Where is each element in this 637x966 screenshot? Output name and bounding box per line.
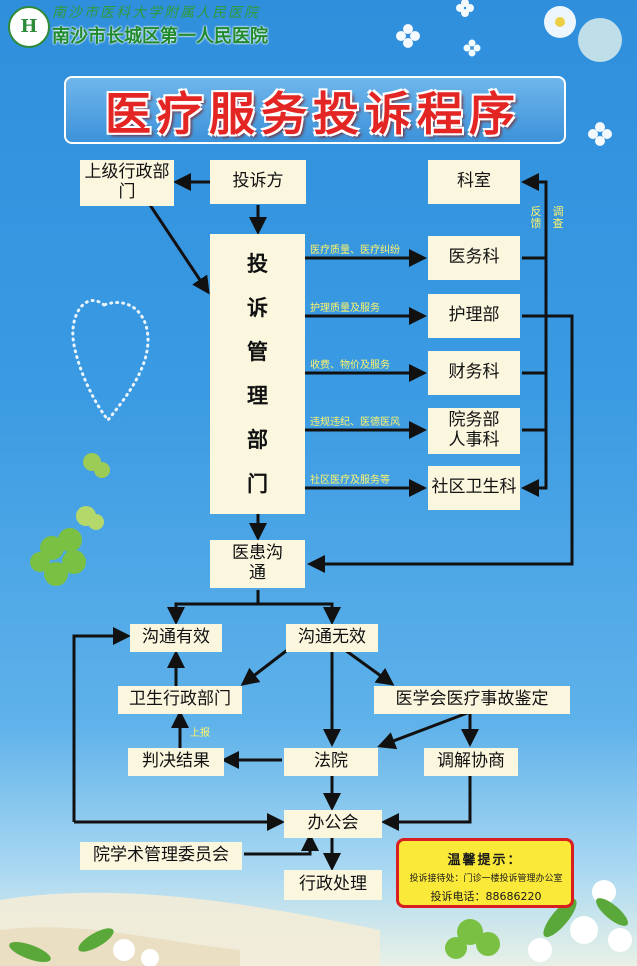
- hospital-name: 南沙市长城区第一人民医院: [52, 26, 268, 47]
- edge-label-investigate: 调查: [552, 205, 564, 230]
- node-judgment: 判决结果: [128, 748, 224, 776]
- node-court: 法院: [284, 748, 378, 776]
- node-department: 科室: [428, 160, 520, 204]
- node-superior-dept: 上级行政部门: [80, 160, 174, 206]
- complaint-mgmt-char-6: 门: [247, 471, 268, 496]
- node-communication-effective: 沟通有效: [130, 624, 222, 652]
- edge-label-violations: 违规违纪、医德医风: [310, 417, 400, 428]
- edge-label-report-up: 上报: [190, 728, 210, 739]
- complaint-mgmt-char-4: 理: [247, 383, 268, 408]
- node-nursing-dept: 护理部: [428, 294, 520, 338]
- node-medical-affairs: 医务科: [428, 236, 520, 280]
- edge-label-fees: 收费、物价及服务: [310, 360, 390, 371]
- node-office-meeting: 办公会: [284, 810, 382, 838]
- complaint-mgmt-char-1: 投: [247, 251, 268, 276]
- node-academic-committee: 院学术管理委员会: [80, 842, 242, 870]
- tips-phone-label: 投诉电话：: [430, 890, 486, 903]
- node-finance-dept: 财务科: [428, 351, 520, 395]
- node-communication-ineffective: 沟通无效: [286, 624, 378, 652]
- title-banner: [64, 76, 566, 144]
- edge-label-community: 社区医疗及服务等: [310, 475, 390, 486]
- edge-label-feedback: 反馈: [530, 205, 542, 230]
- tips-box: 温馨提示： 投诉接待处：门诊一楼投诉管理办公室 投诉电话：88686220: [396, 838, 574, 908]
- tips-phone-number: 88686220: [485, 890, 542, 903]
- tips-phone-line: 投诉电话：88686220: [403, 888, 569, 904]
- node-community-health: 社区卫生科: [428, 466, 520, 510]
- tips-reception: 投诉接待处：门诊一楼投诉管理办公室: [409, 874, 563, 884]
- edge-label-nursing-quality: 护理质量及服务: [310, 303, 380, 314]
- node-mediation: 调解协商: [424, 748, 518, 776]
- node-admin-hr: 院务部人事科: [428, 408, 520, 454]
- node-complainant: 投诉方: [210, 160, 306, 204]
- node-doctor-patient-communication: 医患沟通: [210, 540, 305, 588]
- complaint-mgmt-char-5: 部: [247, 427, 268, 452]
- page-title: 医疗服务投诉程序: [105, 87, 521, 141]
- complaint-mgmt-char-2: 诉: [247, 295, 268, 320]
- node-administrative-action: 行政处理: [284, 870, 382, 900]
- node-complaint-management: 投 诉 管 理 部 门: [210, 234, 305, 514]
- university-affiliation: 南沙市医科大学附属人民医院: [52, 5, 260, 21]
- complaint-mgmt-char-3: 管: [247, 339, 268, 364]
- node-accident-appraisal: 医学会医疗事故鉴定: [374, 686, 570, 714]
- edge-label-quality-disputes: 医疗质量、医疗纠纷: [310, 245, 400, 256]
- tips-title: 温馨提示：: [447, 853, 523, 868]
- hospital-logo: H: [8, 6, 50, 48]
- node-health-administration: 卫生行政部门: [118, 686, 242, 714]
